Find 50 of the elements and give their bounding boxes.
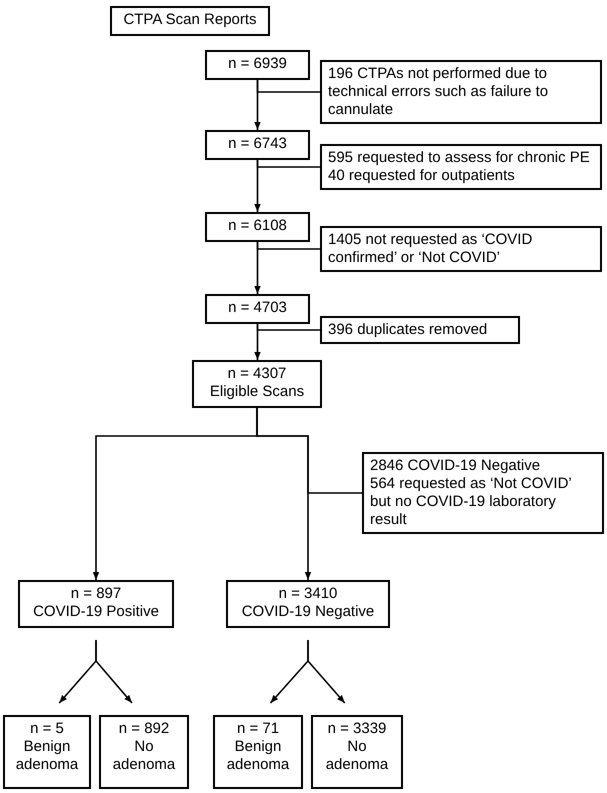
process-box — [205, 294, 310, 324]
arrow — [95, 640, 133, 704]
box-text: n = 3410 — [278, 585, 338, 603]
box-text: n = 4307 — [226, 365, 288, 383]
process-box — [192, 360, 322, 408]
process-box — [99, 715, 189, 789]
process-box — [320, 60, 602, 124]
box-text: n = 4703 — [227, 299, 288, 317]
connector-line — [256, 242, 320, 250]
box-text: 595 requested to assess for chronic PE — [328, 149, 591, 167]
process-box — [311, 715, 403, 789]
process-box — [320, 316, 520, 344]
process-box — [205, 50, 310, 80]
process-box — [213, 715, 303, 789]
box-text: Benign adenoma — [14, 738, 80, 774]
box-text: n = 897 — [70, 585, 122, 603]
box-text: 1405 not requested as ‘COVID confirmed’ or ‘Not COVID’ — [328, 231, 534, 267]
process-box — [226, 580, 390, 628]
box-text: 196 CTPAs not performed due to technical errors such as failure to cannulate — [328, 65, 550, 119]
box-text: n = 71 — [236, 720, 280, 738]
process-box — [205, 130, 310, 160]
process-box — [3, 715, 91, 789]
connector-line — [256, 324, 320, 331]
box-text: n = 6108 — [227, 217, 288, 235]
box-text: n = 892 — [118, 720, 170, 738]
arrow — [307, 640, 346, 704]
connector-line — [256, 160, 320, 168]
process-box — [205, 212, 310, 242]
connector-line — [256, 80, 320, 93]
box-text: Eligible Scans — [208, 383, 306, 401]
box-text: 40 requested for outpatients — [328, 167, 516, 185]
box-text: No adenoma — [324, 738, 390, 774]
box-text: COVID-19 Negative — [240, 603, 376, 621]
box-text: 396 duplicates removed — [328, 321, 488, 339]
process-box — [110, 6, 270, 36]
connector-line — [256, 408, 362, 494]
box-text: COVID-19 Positive — [32, 603, 160, 621]
box-text: CTPA Scan Reports — [122, 11, 258, 29]
box-text: 564 requested as ‘Not COVID’ but no COVID-19 laboratory result — [370, 475, 572, 529]
process-box — [320, 226, 602, 272]
box-text: 2846 COVID-19 Negative — [370, 457, 542, 475]
process-box — [320, 144, 602, 190]
process-box — [18, 580, 174, 628]
box-text: n = 6939 — [227, 55, 288, 73]
box-text: Benign adenoma — [226, 738, 290, 774]
box-text: n = 5 — [29, 720, 65, 738]
box-text: n = 3339 — [326, 720, 388, 738]
process-box — [362, 452, 604, 534]
box-text: No adenoma — [112, 738, 176, 774]
box-text: n = 6743 — [227, 135, 288, 153]
